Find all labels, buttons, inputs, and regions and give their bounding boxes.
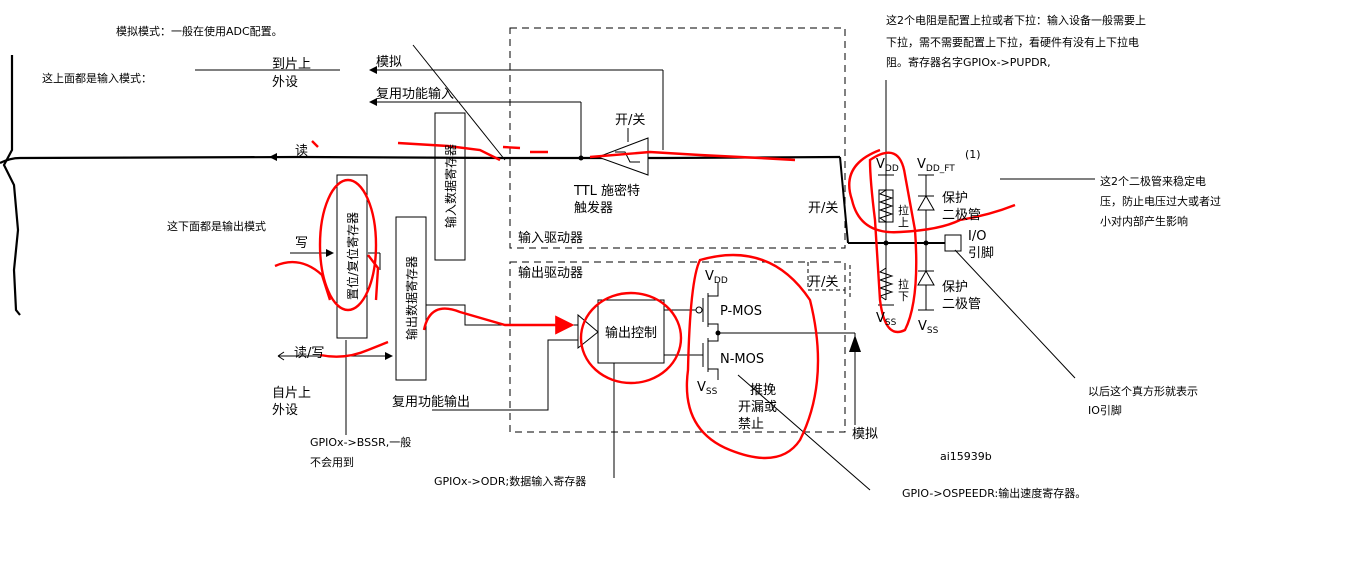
label-vdd-ft: VDD_FT [917,157,955,174]
label-protect-bottom: 保护 [942,280,968,295]
label-footnote: (1) [965,148,981,161]
label-analog-top: 模拟 [376,55,402,70]
label-to-chip-1: 到片上 [272,57,311,72]
analog-arrow-up [849,335,861,352]
label-output-data-reg: 输出数据寄存器 [404,256,419,340]
read-write-head-a [277,351,285,357]
note-above-input: 这上面都是输入模式： [42,71,152,85]
note-ospeedr: GPIO->OSPEEDR:输出速度寄存器。 [902,486,1086,500]
nmos-body [707,333,719,380]
label-pull-up-1: 拉 [898,203,909,217]
pull-up-resistor [878,189,894,223]
label-on-off-right: 开/关 [808,201,838,216]
left-scribble [2,55,21,316]
set-reset-register [336,174,368,339]
label-input-data-reg: 输入数据寄存器 [443,144,458,228]
label-push-pull-2: 开漏或 [738,399,777,415]
note-odr: GPIOx->ODR;数据输入寄存器 [434,474,586,488]
output-data-register [395,216,427,381]
note-bssr-1: GPIOx->BSSR,一般 [310,436,411,449]
label-analog-bottom: 模拟 [852,427,878,442]
label-io: I/O [968,229,986,244]
note-resistor-3: 阻。寄存器名字GPIOx->PUPDR, [886,55,1051,69]
label-read: 读 [295,144,308,159]
label-ttl-1: TTL 施密特 [573,183,640,199]
input-driver-box [509,27,846,249]
label-from-chip-1: 自片上 [272,386,311,401]
pmos-body [707,283,719,333]
label-read-write: 读/写 [294,346,324,361]
note-diode-1: 这2个二极管来稳定电 [1100,174,1206,188]
label-from-chip-2: 外设 [272,403,298,418]
label-pmos: P-MOS [720,304,762,319]
note-below-output: 这下面都是输出模式 [167,219,266,233]
label-to-chip-2: 外设 [272,75,298,90]
pull-down-resistor [878,267,894,301]
note-diode-2: 压，防止电压过大或者过 [1100,194,1221,208]
note-bssr-2: 不会用到 [310,456,354,469]
label-set-reset-reg: 置位/复位寄存器 [345,212,360,300]
label-write: 写 [295,236,308,251]
pin-junction-1 [883,240,889,246]
label-alt-out: 复用功能输出 [392,394,470,410]
input-data-register [434,112,466,261]
label-vss-diode: VSS [918,319,939,336]
lower-diode [917,269,935,286]
hysteresis-symbol [615,151,640,163]
label-alt-in: 复用功能输入 [376,86,454,102]
label-vdd-pull: VDD [876,157,899,174]
note-analog-mode: 模拟模式：一般在使用ADC配置。 [116,24,283,38]
label-pull-up-2: 上 [898,216,909,229]
label-push-pull-3: 禁止 [738,417,764,432]
label-vdd-mos: VDD [705,269,728,286]
label-input-driver: 输入驱动器 [518,230,583,246]
label-ttl-2: 触发器 [574,200,613,216]
read-write-head-b [277,355,285,361]
label-pull-down-1: 拉 [898,277,909,291]
label-diode-top: 二极管 [942,208,981,223]
note-pin-1: 以后这个真方形就表示 [1088,384,1198,398]
label-protect-top: 保护 [942,191,968,206]
label-output-control: 输出控制 [605,325,657,341]
label-on-off-output: 开/关 [808,275,838,290]
output-driver-box [509,261,846,433]
label-pull-down-2: 下 [898,290,909,303]
read-bus [0,155,841,164]
pin-junction-2 [923,240,929,246]
upper-diode [917,194,935,211]
note-pin-2: IO引脚 [1088,403,1122,417]
label-pin: 引脚 [968,245,994,261]
label-nmos: N-MOS [720,352,764,367]
note-resistor-2: 下拉，需不需要配置上下拉，看硬件有没有上下拉电 [886,35,1139,49]
alt-out-line [432,339,578,411]
note-resistor-1: 这2个电阻是配置上拉或者下拉：输入设备一般需要上 [886,13,1146,27]
red-annotations [274,140,1016,460]
note-diode-3: 小对内部产生影响 [1100,214,1188,228]
label-figure-id: ai15939b [940,450,992,463]
pmos-gate-bubble [695,306,703,314]
analog-note-leader [412,44,506,161]
label-on-off-top: 开/关 [615,113,645,128]
output-control-block [597,299,665,364]
label-diode-bottom: 二极管 [942,297,981,312]
bus-to-pin-drop [839,156,849,244]
io-pin-square [944,234,962,252]
label-vss-pull: VSS [876,311,897,328]
label-push-pull-1: 推挽 [750,383,776,398]
label-vss-mos: VSS [697,380,718,397]
label-output-driver: 输出驱动器 [518,265,583,281]
schmitt-trigger [596,137,649,176]
pin-note-leader [954,249,1076,379]
